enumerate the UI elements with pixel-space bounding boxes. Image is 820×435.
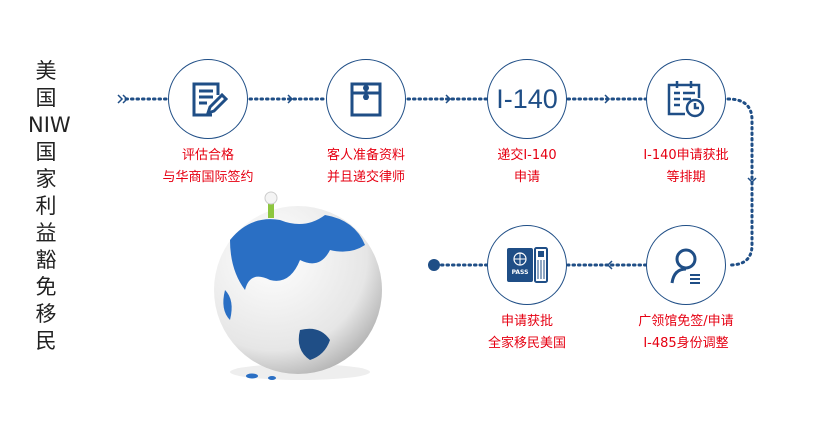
title-char: 国 bbox=[35, 86, 57, 110]
label-line: 广领馆免签/申请 bbox=[638, 314, 734, 329]
calendar-clock-icon bbox=[667, 81, 705, 118]
step-label-immigrate: 申请获批 全家移民美国 bbox=[447, 311, 607, 355]
i140-icon-text: I-140 bbox=[496, 83, 558, 114]
step-label-evaluate: 评估合格 与华商国际签约 bbox=[128, 145, 288, 189]
label-line: 评估合格 bbox=[181, 148, 234, 163]
label-line: I-485身份调整 bbox=[643, 336, 729, 351]
passport-text: PASS bbox=[512, 269, 529, 276]
user-icon bbox=[670, 248, 700, 284]
label-line: 申请获批 bbox=[500, 314, 553, 329]
title-char: 国 bbox=[35, 140, 57, 164]
title-char: NIW bbox=[28, 113, 71, 137]
arrow-icons bbox=[117, 94, 757, 270]
step-circle-evaluate bbox=[168, 59, 248, 139]
step-circle-visa bbox=[646, 225, 726, 305]
globe-illustration bbox=[214, 191, 382, 380]
step-label-i140: 递交I-140 申请 bbox=[447, 145, 607, 189]
title-char: 民 bbox=[35, 329, 57, 353]
passport-icon: PASS bbox=[507, 247, 548, 283]
step-label-visa: 广领馆免签/申请 I-485身份调整 bbox=[606, 311, 766, 355]
label-line: 与华商国际签约 bbox=[162, 170, 254, 185]
title-char: 利 bbox=[35, 194, 57, 218]
end-dot bbox=[428, 259, 440, 271]
label-line: 全家移民美国 bbox=[487, 336, 566, 351]
step-circle-i140: I-140 bbox=[487, 59, 567, 139]
step-circle-prepare bbox=[326, 59, 406, 139]
title-char: 豁 bbox=[35, 248, 57, 272]
label-line: 客人准备资料 bbox=[326, 148, 405, 163]
step-circle-approval bbox=[646, 59, 726, 139]
label-line: 并且递交律师 bbox=[326, 170, 405, 185]
title-char: 益 bbox=[35, 221, 57, 245]
step-circle-immigrate: PASS bbox=[487, 225, 567, 305]
document-edit-icon bbox=[192, 82, 228, 117]
title-char: 美 bbox=[35, 59, 57, 83]
label-line: 等排期 bbox=[666, 170, 706, 185]
label-line: 递交I-140 bbox=[497, 148, 557, 163]
step-label-prepare: 客人准备资料 并且递交律师 bbox=[286, 145, 446, 189]
title-char: 家 bbox=[35, 167, 57, 191]
label-line: I-140申请获批 bbox=[643, 148, 729, 163]
step-label-approval: I-140申请获批 等排期 bbox=[606, 145, 766, 189]
title-char: 免 bbox=[35, 275, 57, 299]
vertical-title: 美 国 NIW 国 家 利 益 豁 免 移 民 bbox=[28, 58, 71, 355]
label-line: 申请 bbox=[513, 170, 540, 185]
envelope-icon bbox=[350, 82, 382, 117]
title-char: 移 bbox=[35, 302, 57, 326]
